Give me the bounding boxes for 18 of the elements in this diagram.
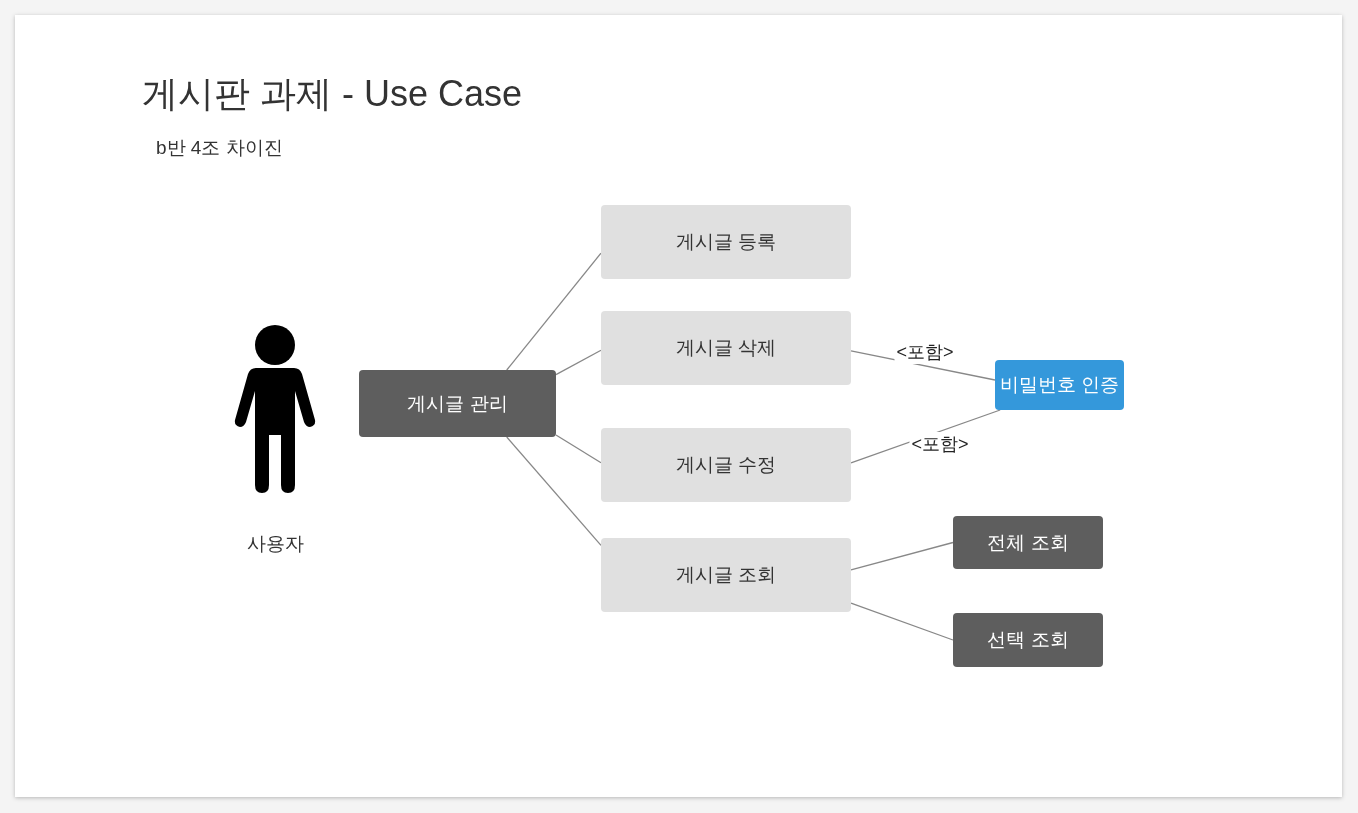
- connector-line: [555, 434, 602, 464]
- connector-line: [506, 436, 602, 547]
- edge-label: <포함>: [909, 432, 971, 456]
- use-case-box: 게시글 조회: [601, 538, 851, 612]
- connector-line: [850, 541, 954, 571]
- use-case-box: 게시글 삭제: [601, 311, 851, 385]
- use-case-box: 비밀번호 인증: [995, 360, 1124, 410]
- use-case-box: 게시글 수정: [601, 428, 851, 502]
- use-case-box: 게시글 관리: [359, 370, 556, 437]
- use-case-box: 게시글 등록: [601, 205, 851, 279]
- connector-line: [506, 252, 602, 371]
- use-case-box: 전체 조회: [953, 516, 1103, 569]
- connector-line: [850, 602, 954, 641]
- use-case-box: 선택 조회: [953, 613, 1103, 667]
- diagram-subtitle: b반 4조 차이진: [156, 136, 283, 160]
- connector-line: [555, 349, 602, 376]
- diagram-title: 게시판 과제 - Use Case: [142, 72, 523, 116]
- actor-label: 사용자: [246, 532, 304, 556]
